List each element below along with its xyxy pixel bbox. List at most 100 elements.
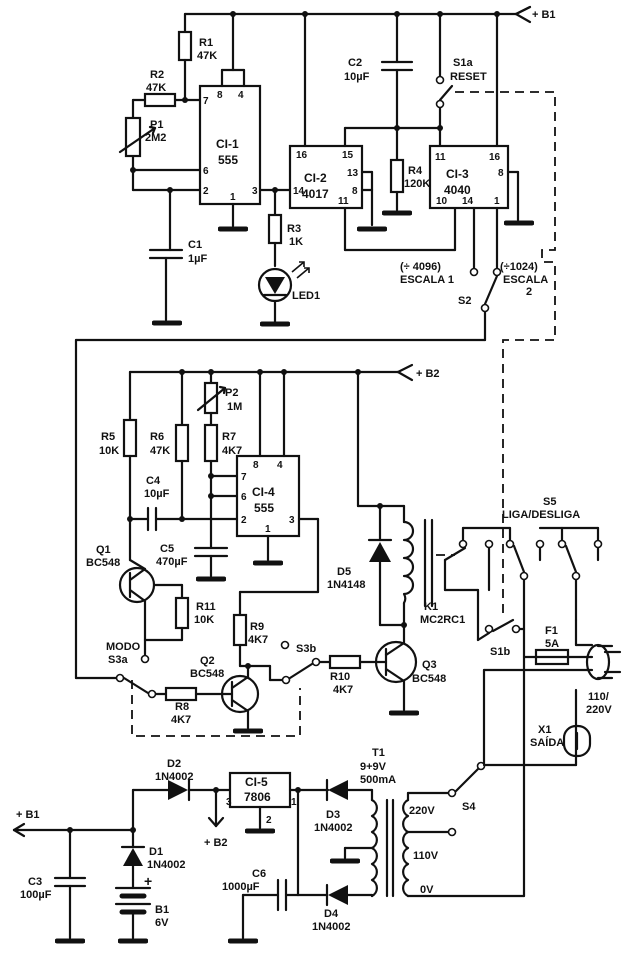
- b2-supply-label: + B2: [416, 368, 440, 380]
- s4-switch: [447, 760, 578, 837]
- s1-linkage-dashed: [455, 91, 556, 615]
- ic1-chip: [198, 11, 277, 229]
- ic4-pin4: 4: [277, 460, 283, 471]
- c4-value: 10µF: [144, 488, 170, 500]
- p2-name: P2: [225, 387, 238, 399]
- ic2-pin13: 13: [347, 168, 359, 179]
- tap-220v: 220V: [409, 805, 435, 817]
- s3b-switch: [280, 640, 378, 685]
- ic4-chip: [235, 369, 320, 594]
- r1-name: R1: [199, 37, 213, 49]
- r5-name: R5: [101, 431, 115, 443]
- ic5-pin1: 1: [291, 797, 297, 808]
- battery-name: B1: [155, 904, 169, 916]
- ic2-pin11: 11: [338, 196, 349, 207]
- d2-part: 1N4002: [155, 771, 194, 783]
- r9-resistor: [232, 590, 284, 682]
- led1-diode: [257, 261, 310, 324]
- ic3-chip: [428, 11, 532, 270]
- tap-110v: 110V: [413, 850, 439, 862]
- c1-capacitor: [148, 243, 184, 323]
- r8-name: R8: [175, 701, 189, 713]
- f1-fuse: [522, 648, 594, 666]
- scale2-name: ESCALA: [503, 274, 548, 286]
- ic1-pin7: 7: [203, 96, 209, 107]
- d4-part: 1N4002: [312, 921, 351, 933]
- ic3-pin8: 8: [498, 168, 504, 179]
- ic1-name: CI-1: [216, 137, 239, 151]
- p1-value: 2M2: [145, 132, 166, 144]
- r6-resistor: [174, 369, 190, 521]
- d1-part: 1N4002: [147, 859, 186, 871]
- svg-text:+: +: [144, 873, 152, 889]
- led1-name: LED1: [292, 290, 320, 302]
- ic3-name: CI-3: [446, 167, 469, 181]
- q2-part: BC548: [190, 668, 224, 680]
- r2-name: R2: [150, 69, 164, 81]
- ic1-pin1: 1: [230, 192, 236, 203]
- c5-capacitor: [193, 546, 229, 579]
- ic2-chip: [288, 11, 457, 252]
- b2-output: [207, 788, 225, 828]
- q3-transistor: [374, 623, 417, 713]
- ic1-pin3: 3: [252, 186, 258, 197]
- ic2-part: 4017: [302, 187, 329, 201]
- ic3-part: 4040: [444, 183, 471, 197]
- r7-name: R7: [222, 431, 236, 443]
- q2-name: Q2: [200, 655, 215, 667]
- battery-value: 6V: [155, 917, 169, 929]
- c6-capacitor: [230, 788, 300, 941]
- d1-name: D1: [149, 846, 163, 858]
- ic1-part: 555: [218, 153, 238, 167]
- s3b-name: S3b: [296, 643, 316, 655]
- s1a-name: S1a: [453, 57, 473, 69]
- scale1-name: ESCALA 1: [400, 274, 454, 286]
- c4-capacitor: [146, 506, 239, 532]
- ic5-pin3: 3: [226, 797, 232, 808]
- ic3-pin16: 16: [489, 152, 501, 163]
- r10-name: R10: [330, 671, 350, 683]
- s5-switch: [443, 526, 603, 832]
- s1a-switch: [435, 11, 454, 148]
- tap-0v: 0V: [420, 884, 434, 896]
- mains-label-2: 220V: [586, 704, 612, 716]
- r2-value: 47K: [146, 82, 166, 94]
- p1-name: P1: [150, 119, 163, 131]
- s3a-switch: [115, 673, 224, 702]
- s2-switch: [74, 267, 502, 680]
- c5-value: 470µF: [156, 556, 188, 568]
- k1-part: MC2RC1: [420, 614, 465, 626]
- d3-part: 1N4002: [314, 822, 353, 834]
- ic2-pin15: 15: [342, 150, 354, 161]
- t1-transformer: [332, 788, 526, 898]
- r3-value: 1K: [289, 236, 303, 248]
- r9-name: R9: [250, 621, 264, 633]
- t1-name: T1: [372, 747, 385, 759]
- r1-resistor: [177, 12, 202, 103]
- r3-name: R3: [287, 223, 301, 235]
- r7-value: 4K7: [222, 445, 242, 457]
- r4-value: 120K: [404, 178, 430, 190]
- ic4-pin1: 1: [265, 524, 271, 535]
- x1-label: SAÍDA: [530, 736, 564, 749]
- ic4-pin8: 8: [253, 460, 259, 471]
- ic4-part: 555: [254, 501, 274, 515]
- ic1-pin4: 4: [238, 90, 244, 101]
- ic2-name: CI-2: [304, 171, 327, 185]
- d5-name: D5: [337, 566, 351, 578]
- ic1-pin2: 2: [203, 186, 209, 197]
- r5-resistor: [122, 370, 150, 562]
- r6-value: 47K: [150, 445, 170, 457]
- d3-diode: [325, 778, 374, 802]
- ic4-pin7: 7: [241, 472, 247, 483]
- ic4-pin2: 2: [241, 515, 247, 526]
- c3-value: 100µF: [20, 889, 52, 901]
- s4-name: S4: [462, 801, 476, 813]
- k1-relay-coil: [402, 504, 455, 627]
- s5-label: LIGA/DESLIGA: [502, 509, 580, 521]
- c4-name: C4: [146, 475, 161, 487]
- d3-name: D3: [326, 809, 340, 821]
- ic5-pin2: 2: [266, 815, 272, 826]
- ic3-pin1: 1: [494, 196, 500, 207]
- b1-supply-label: + B1: [532, 9, 556, 21]
